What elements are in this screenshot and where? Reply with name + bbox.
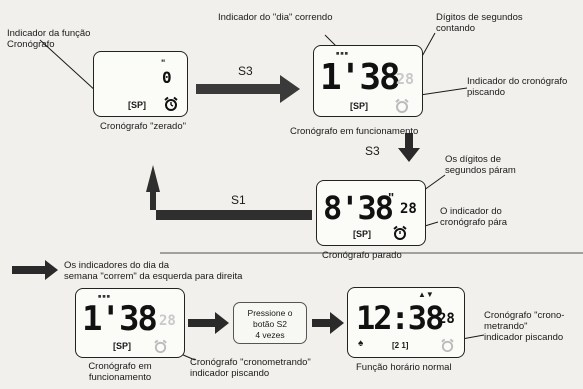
label-cronografo: Cronógrafo [7, 39, 55, 50]
label-crono-em-2: funcionamento [88, 372, 152, 383]
pm-indicator: ▲▼ [418, 290, 434, 299]
button-label-s3-top: S3 [238, 64, 253, 78]
day-indicators: ■■■ [98, 294, 111, 300]
alarm-clock-icon-blinking [441, 338, 454, 353]
label-crono-parado: Cronógrafo parado [322, 250, 402, 261]
label-indicador-funcao: Indicador da função [7, 28, 91, 39]
button-label-s1: S1 [231, 193, 246, 207]
lcd-stopped-tick: " [388, 190, 395, 205]
alarm-clock-icon [393, 225, 407, 240]
lcd-running2-main: 1'38 [82, 299, 158, 339]
label-ind-crono-para-1: O indicador do [440, 206, 502, 217]
label-crono-em-1: Cronógrafo em [88, 361, 152, 372]
lcd-running-main: 1'38 [320, 57, 401, 98]
lcd-normal-mode: [2 1] [392, 341, 409, 350]
lcd-normal-time: ▲▼ 12:38 28 [2 1] ♠ [347, 287, 465, 358]
label-cronometrando-pisc-1: Cronógrafo "cronometrando" [190, 357, 311, 368]
day-indicators: ■■■ [336, 51, 349, 57]
lcd-normal-seconds: 28 [438, 311, 455, 327]
label-ind-crono-para-2: cronógrafo pára [440, 217, 508, 228]
label-crono-metrando-1: Cronógrafo "crono- [484, 310, 565, 321]
label-pressione-3: 4 vezes [255, 330, 285, 340]
lcd-zeroed-tick: " [161, 58, 166, 68]
label-ind-crono-pisc-2: piscando [467, 87, 506, 98]
bell-icon: ♠ [358, 338, 364, 349]
alarm-clock-icon-blinking [154, 339, 167, 354]
label-crono-metrando-2: metrando" [484, 321, 528, 332]
lcd-running-seconds: 28 [396, 70, 415, 88]
lcd-running2-tick: " [146, 302, 153, 317]
label-dias-correm-1: Os indicadores do dia da [64, 260, 170, 271]
lcd-stopped-main: 8'38 [323, 189, 394, 227]
lcd-normal-main: 12:38 [356, 299, 444, 337]
label-pressione-1: Pressione o [247, 308, 293, 318]
lcd-zeroed-mode: [SP] [128, 100, 146, 110]
label-funcao-horario: Função horário normal [356, 362, 452, 373]
lcd-running-mode: [SP] [350, 101, 368, 111]
lcd-stopped-mode: [SP] [353, 229, 371, 239]
label-crono-zerado: Cronógrafo "zerado" [100, 121, 186, 132]
label-digitos-param-2: segundos páram [445, 165, 516, 176]
label-digitos-param-1: Os dígitos de [445, 154, 501, 165]
lcd-stopped-seconds: 28 [400, 201, 417, 217]
label-crono-metrando-3: indicador piscando [484, 332, 564, 343]
label-cronometrando-pisc-2: indicador piscando [190, 368, 270, 379]
lcd-running-tick: " [387, 60, 394, 75]
label-dias-correm-2: semana "correm" da esquerda para direita [64, 271, 243, 282]
lcd-running: ■■■ 1'38 " 28 [SP] [313, 45, 423, 117]
alarm-clock-icon-blinking [395, 98, 409, 113]
lcd-zeroed-digit: 0 [162, 68, 172, 87]
button-label-s3-right: S3 [365, 144, 380, 158]
label-crono-funcionamento: Cronógrafo em funcionamento [290, 126, 419, 137]
lcd-running2-mode: [SP] [113, 341, 131, 351]
label-digitos-seg-2: contando [436, 23, 476, 34]
label-indicador-dia: Indicador do "dia" correndo [218, 12, 333, 23]
lcd-stopped: 8'38 " 28 [SP] [316, 180, 426, 246]
instruction-box: Pressione o botão S2 4 vezes [233, 302, 307, 344]
lcd-running-bottom: ■■■ 1'38 " 28 [SP] [75, 288, 185, 358]
label-pressione-2: botão S2 [252, 319, 288, 329]
alarm-clock-icon [164, 96, 178, 111]
lcd-running2-seconds: 28 [159, 313, 176, 329]
label-digitos-seg-1: Dígitos de segundos [436, 12, 523, 23]
lcd-zeroed: " 0 [SP] [93, 51, 188, 117]
label-ind-crono-pisc-1: Indicador do cronógrafo [467, 76, 568, 87]
